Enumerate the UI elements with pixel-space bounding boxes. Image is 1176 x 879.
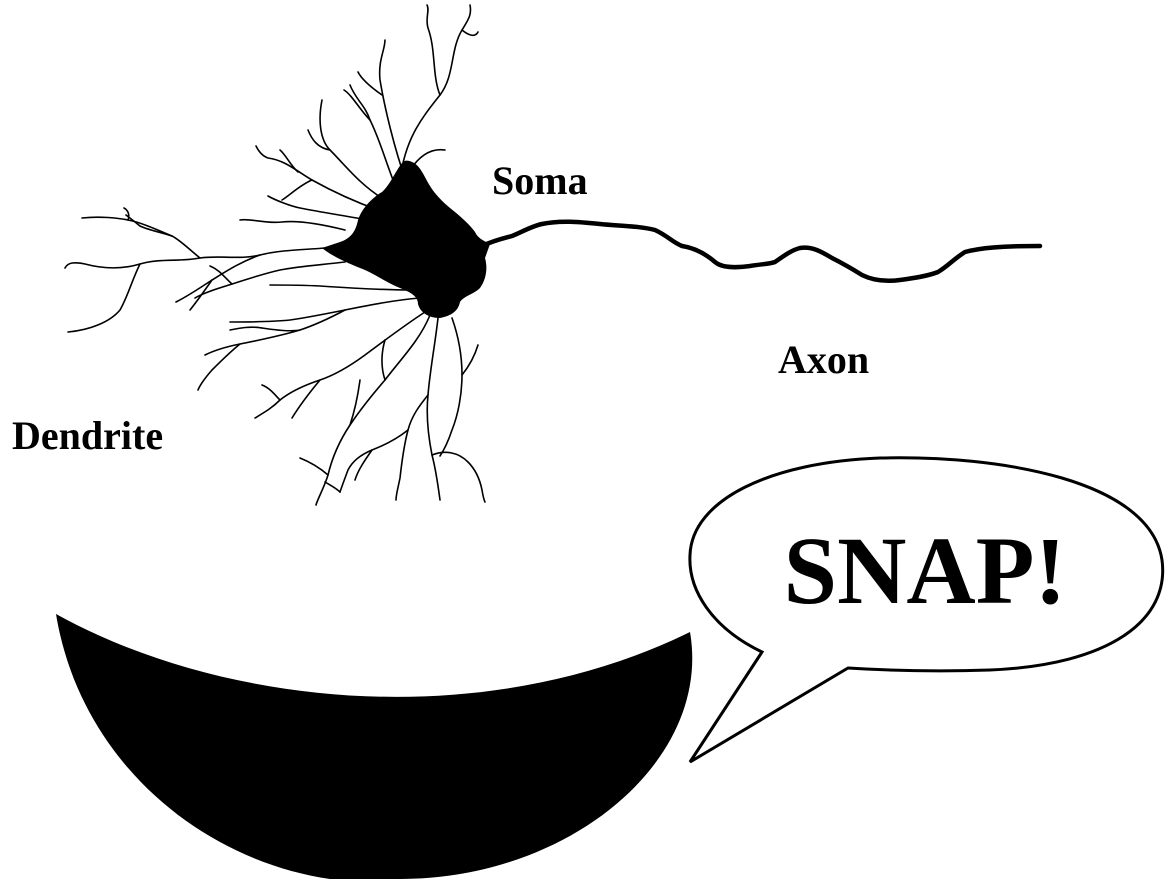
soma-label: Soma — [492, 158, 588, 203]
lower-dendrites — [255, 312, 485, 505]
axon-label: Axon — [778, 337, 869, 382]
soma-body — [322, 161, 490, 318]
apical-dendrites — [240, 5, 478, 230]
snap-text: SNAP! — [784, 517, 1067, 624]
dendrite-label: Dendrite — [12, 413, 163, 458]
black-bowl-shape — [56, 614, 692, 879]
axon-fiber — [482, 222, 1040, 281]
